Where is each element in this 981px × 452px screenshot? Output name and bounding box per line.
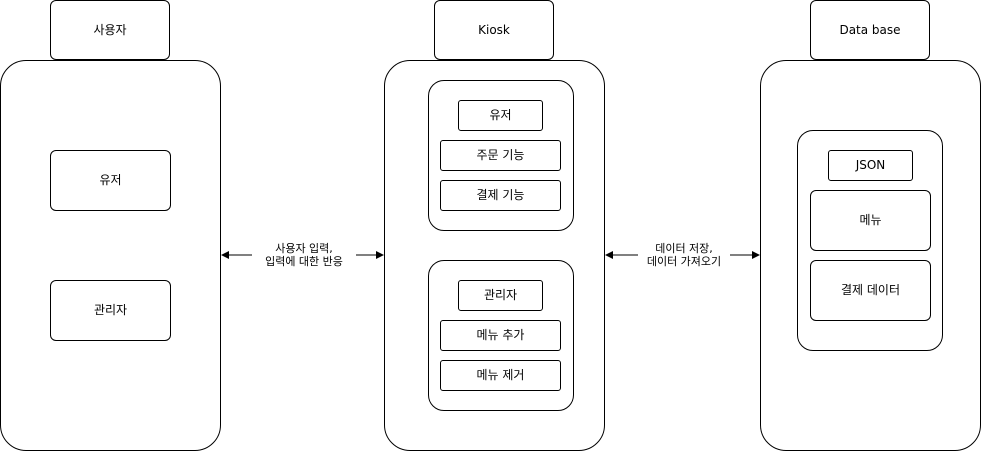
kiosk-admin-title: 관리자 [458,280,543,311]
kiosk-tab: Kiosk [434,0,554,60]
user-node-user-label: 유저 [99,173,122,188]
kiosk-db-edge-label: 데이터 저장, 데이터 가져오기 [638,242,730,268]
user-panel [0,60,221,451]
kiosk-order-function: 주문 기능 [440,140,561,171]
kiosk-db-edge-line1: 데이터 저장, [655,242,713,255]
db-menu-node: 메뉴 [810,190,931,251]
user-node-user: 유저 [50,150,171,211]
kiosk-menu-remove: 메뉴 제거 [440,360,561,391]
database-tab-label: Data base [839,22,901,37]
kiosk-db-edge-line2: 데이터 가져오기 [646,255,722,268]
user-kiosk-edge-line1: 사용자 입력, [275,242,333,255]
kiosk-payment-function: 결제 기능 [440,180,561,211]
kiosk-order-function-label: 주문 기능 [476,148,525,163]
kiosk-admin-title-label: 관리자 [483,288,518,303]
user-tab-label: 사용자 [93,22,127,37]
kiosk-menu-remove-label: 메뉴 제거 [476,368,525,383]
kiosk-tab-label: Kiosk [478,22,510,37]
user-node-admin-label: 관리자 [93,303,128,318]
user-node-admin: 관리자 [50,280,171,341]
user-tab: 사용자 [50,0,170,60]
kiosk-menu-add-label: 메뉴 추가 [476,328,525,343]
db-payment-data-node: 결제 데이터 [810,260,931,321]
kiosk-user-title-label: 유저 [489,108,512,123]
kiosk-user-title: 유저 [458,100,543,131]
user-kiosk-edge-label: 사용자 입력, 입력에 대한 반응 [252,242,356,268]
database-tab: Data base [810,0,930,60]
user-kiosk-edge-line2: 입력에 대한 반응 [265,255,343,268]
json-title-label: JSON [855,158,886,173]
db-payment-data-node-label: 결제 데이터 [840,283,900,298]
db-menu-node-label: 메뉴 [859,213,882,228]
json-title: JSON [828,150,913,181]
kiosk-menu-add: 메뉴 추가 [440,320,561,351]
kiosk-payment-function-label: 결제 기능 [476,188,525,203]
